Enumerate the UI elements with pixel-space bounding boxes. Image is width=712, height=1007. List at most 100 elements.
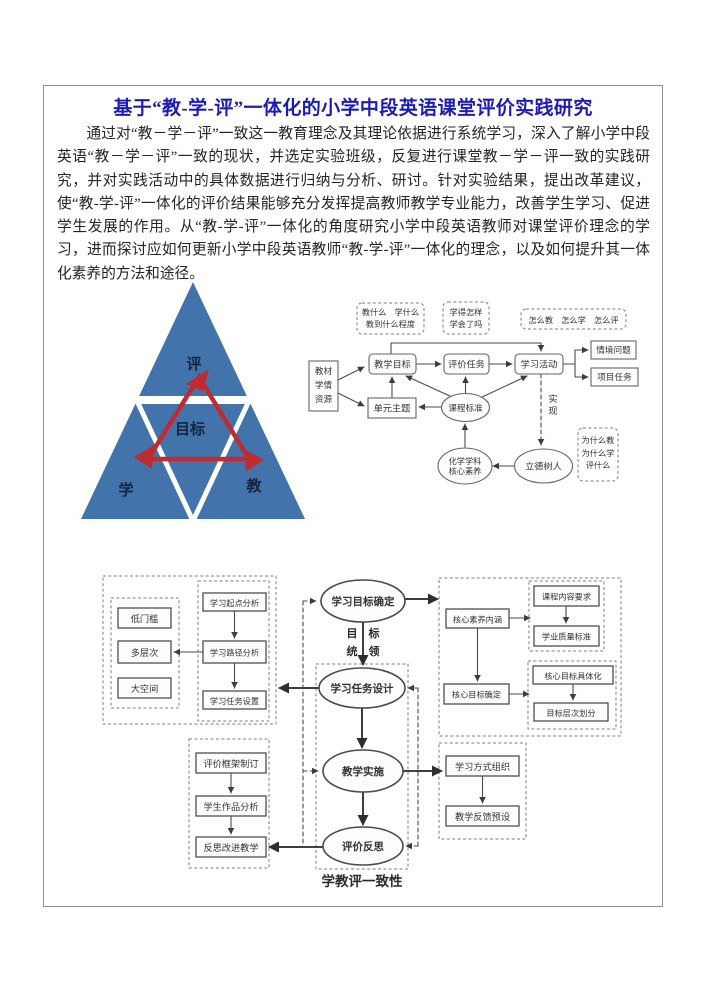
triangle-label-teach: 教 xyxy=(245,477,262,495)
teaching-implement-label: 教学实施 xyxy=(341,765,384,778)
node-teaching-feedback xyxy=(445,805,520,827)
learning-mode-label: 学习方式组织 xyxy=(455,761,510,772)
node-quality-standard xyxy=(533,625,600,647)
node-goal-concrete xyxy=(532,665,614,685)
red-arrowhead-right xyxy=(244,449,264,471)
task-design-label: 学习任务设计 xyxy=(331,682,394,695)
triangle-label-goal: 目标 xyxy=(175,420,205,438)
low-threshold-label: 低门槛 xyxy=(131,613,159,624)
question-how-teach-label: 怎么教 怎么学 怎么评 xyxy=(528,315,618,325)
container-principle-items xyxy=(110,597,180,709)
red-arrowhead-top xyxy=(186,369,209,391)
question-what-line2: 教到什么程度 xyxy=(366,319,415,329)
why-line1-label: 为什么教 xyxy=(582,435,615,445)
question-how-line1: 学得怎样 xyxy=(450,307,483,317)
path-analysis-label: 学习路径分析 xyxy=(210,648,259,658)
triangle-label-evaluate: 评 xyxy=(186,356,201,373)
node-goal-hierarchy xyxy=(533,702,609,722)
teaching-feedback-label: 教学反馈预设 xyxy=(455,811,510,822)
learners-label: 学情 xyxy=(315,379,333,390)
eval-framework-label: 评价框架制订 xyxy=(203,758,258,769)
content-requirement-label: 课程内容要求 xyxy=(542,592,591,602)
goal-concrete-label: 核心目标具体化 xyxy=(544,671,601,681)
multi-level-label: 多层次 xyxy=(131,647,159,658)
consistency-caption: 学教评一致性 xyxy=(322,873,403,889)
abstract-paragraph: 通过对“教－学－评”一致这一教育理念及其理论依据进行系统学习，深入了解小学中段英… xyxy=(57,126,650,282)
container-task-design-principles xyxy=(102,575,277,725)
question-box-why xyxy=(577,427,619,482)
question-box-how-learned xyxy=(442,301,490,335)
node-project-task xyxy=(590,367,639,387)
node-material-context-resource xyxy=(308,360,339,412)
document-page: 基于“教-学-评”一体化的小学中段英语课堂评价实践研究 通过对“教－学－评”一致… xyxy=(43,85,663,907)
goal-hierarchy-label: 目标层次划分 xyxy=(546,708,595,718)
goal-guidance-line2: 统 领 xyxy=(347,644,380,658)
node-goal-determine xyxy=(320,579,406,623)
node-eval-framework xyxy=(195,752,267,774)
question-box-how xyxy=(520,308,627,330)
page-title: 基于“教-学-评”一体化的小学中段英语课堂评价实践研究 xyxy=(113,98,593,119)
alignment-flowchart: 教什么 学什么 教到什么程度 学得怎样 学会了吗 怎么教 怎么学 怎么评 xyxy=(308,301,639,485)
project-task-label: 项目任务 xyxy=(597,371,632,382)
teaching-goal-label: 教学目标 xyxy=(374,359,411,370)
process-flowchart: 低门槛 多层次 大空间 学习起点分析 学习路径分析 学习任务设置 学习目标确定 … xyxy=(102,575,622,889)
unit-theme-label: 单元主题 xyxy=(374,403,411,414)
node-evaluation-reflect xyxy=(322,826,404,866)
container-goal-determination xyxy=(438,577,622,737)
node-unit-theme xyxy=(367,397,417,419)
material-label: 教材 xyxy=(315,365,333,376)
subject-line2-label: 核心素养 xyxy=(449,466,482,476)
node-low-threshold xyxy=(117,607,172,629)
node-learning-mode xyxy=(445,755,520,777)
container-evaluation-reflection xyxy=(188,738,270,869)
node-content-requirement xyxy=(533,585,600,607)
start-analysis-label: 学习起点分析 xyxy=(210,598,259,608)
node-learning-activity xyxy=(514,353,564,375)
core-literacy-label: 核心素养内涵 xyxy=(453,615,502,625)
triangle-model-diagram: 评 目标 学 教 xyxy=(81,282,305,523)
triangle-label-learn: 学 xyxy=(118,481,133,499)
node-reflect-improve xyxy=(195,836,267,858)
task-setting-label: 学习任务设置 xyxy=(210,696,259,706)
goal-guidance-line1: 目 标 xyxy=(347,626,380,640)
resources-label: 资源 xyxy=(315,394,333,404)
node-subject-core-literacy xyxy=(437,447,493,485)
question-how-line2: 学会了吗 xyxy=(450,319,483,329)
subject-line1-label: 化学学科 xyxy=(449,456,482,466)
node-start-analysis xyxy=(202,592,267,612)
node-core-goal-determine xyxy=(443,683,510,705)
triangle-labels: 评 目标 学 教 xyxy=(118,356,262,499)
node-multi-level xyxy=(117,640,172,664)
core-goal-determine-label: 核心目标确定 xyxy=(452,690,501,700)
triangle-divider-lines xyxy=(132,396,254,523)
node-evaluation-task xyxy=(443,353,490,375)
red-arrowhead-left xyxy=(134,445,154,469)
question-what-line1: 教什么 学什么 xyxy=(362,307,419,317)
realize-label-char2: 现 xyxy=(548,406,557,416)
node-curriculum-standard xyxy=(440,392,491,423)
why-line3-label: 评什么 xyxy=(586,460,611,470)
node-situation-problem xyxy=(590,340,637,360)
student-work-label: 学生作品分析 xyxy=(203,801,258,812)
node-big-space xyxy=(117,677,172,699)
node-core-literacy xyxy=(445,608,510,629)
evaluation-task-label: 评价任务 xyxy=(448,359,485,370)
node-task-design xyxy=(318,667,406,709)
situation-problem-label: 情境问题 xyxy=(596,344,631,355)
evaluation-reflect-label: 评价反思 xyxy=(342,840,384,853)
reflect-improve-label: 反思改进教学 xyxy=(203,842,258,853)
learning-activity-label: 学习活动 xyxy=(521,359,558,370)
question-box-what xyxy=(356,302,425,335)
red-cycle-arrows xyxy=(134,369,264,471)
moral-education-label: 立德树人 xyxy=(525,461,562,472)
container-implementation xyxy=(438,742,527,840)
realize-label-char1: 实 xyxy=(548,393,557,404)
quality-standard-label: 学业质量标准 xyxy=(542,632,591,642)
big-space-label: 大空间 xyxy=(131,683,159,694)
node-teaching-implement xyxy=(322,749,404,793)
node-task-setting xyxy=(202,690,267,710)
node-moral-education xyxy=(513,448,574,484)
container-task-analysis xyxy=(197,580,270,722)
node-path-analysis xyxy=(202,640,267,664)
node-teaching-goal xyxy=(368,353,417,375)
